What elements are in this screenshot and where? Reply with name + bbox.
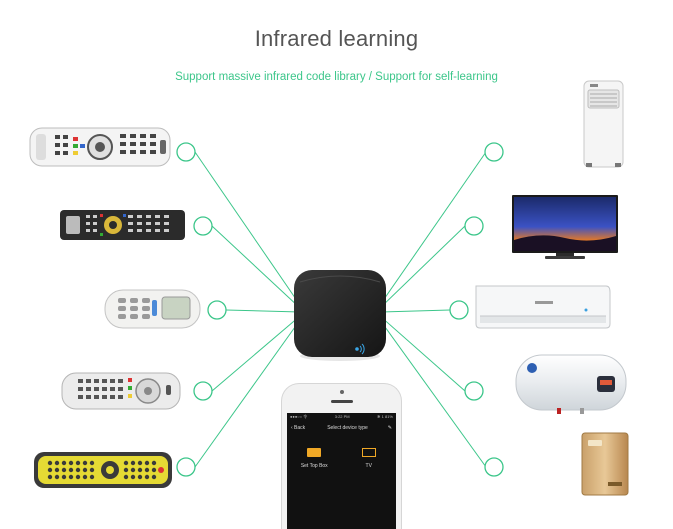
wifi-logo-icon [355,343,365,355]
app-nav-bar: ‹ Back Select device type ✎ [287,422,396,434]
signal-indicator: ●●●○○ 令 [290,414,308,419]
tv-icon [361,448,376,457]
status-time: 3:22 PM [334,414,350,419]
portable-air-conditioner [583,80,624,168]
connection-nodes [176,142,504,477]
water-heater [515,354,627,414]
battery-indicator: ✻ 1 81% [377,414,393,419]
phone-speaker [331,400,353,403]
device-label: TV [365,463,372,469]
screen-title: Select device type [327,425,368,431]
page-title: Infrared learning [254,26,419,51]
set-top-box-icon [307,448,322,457]
device-option-set-top-box[interactable]: Set Top Box [289,448,339,469]
device-type-grid: Set Top Box TV [287,448,396,469]
device-option-tv[interactable]: TV [344,448,394,469]
ir-hub-device [294,270,386,361]
status-bar: ●●●○○ 令 3:22 PM ✻ 1 81% [287,413,396,422]
front-camera [340,390,344,394]
split-air-conditioner [475,285,611,329]
connection-lines-right [379,151,487,468]
tv-remote-white [29,127,171,167]
universal-remote-yellow [34,452,172,488]
television [512,195,618,259]
edit-icon[interactable]: ✎ [387,425,392,431]
ac-remote [104,289,201,329]
connection-lines-left [194,151,301,468]
page-subtitle: Support massive infrared code library / … [175,71,498,83]
phone-screen: ●●●○○ 令 3:22 PM ✻ 1 81% ‹ Back Select de… [287,413,396,529]
device-label: Set Top Box [300,463,328,469]
smartphone: ●●●○○ 令 3:22 PM ✻ 1 81% ‹ Back Select de… [281,383,402,529]
back-button[interactable]: ‹ Back [291,425,306,431]
air-purifier [581,432,629,496]
set-top-box-remote [61,372,181,410]
tv-remote-black [60,210,185,240]
